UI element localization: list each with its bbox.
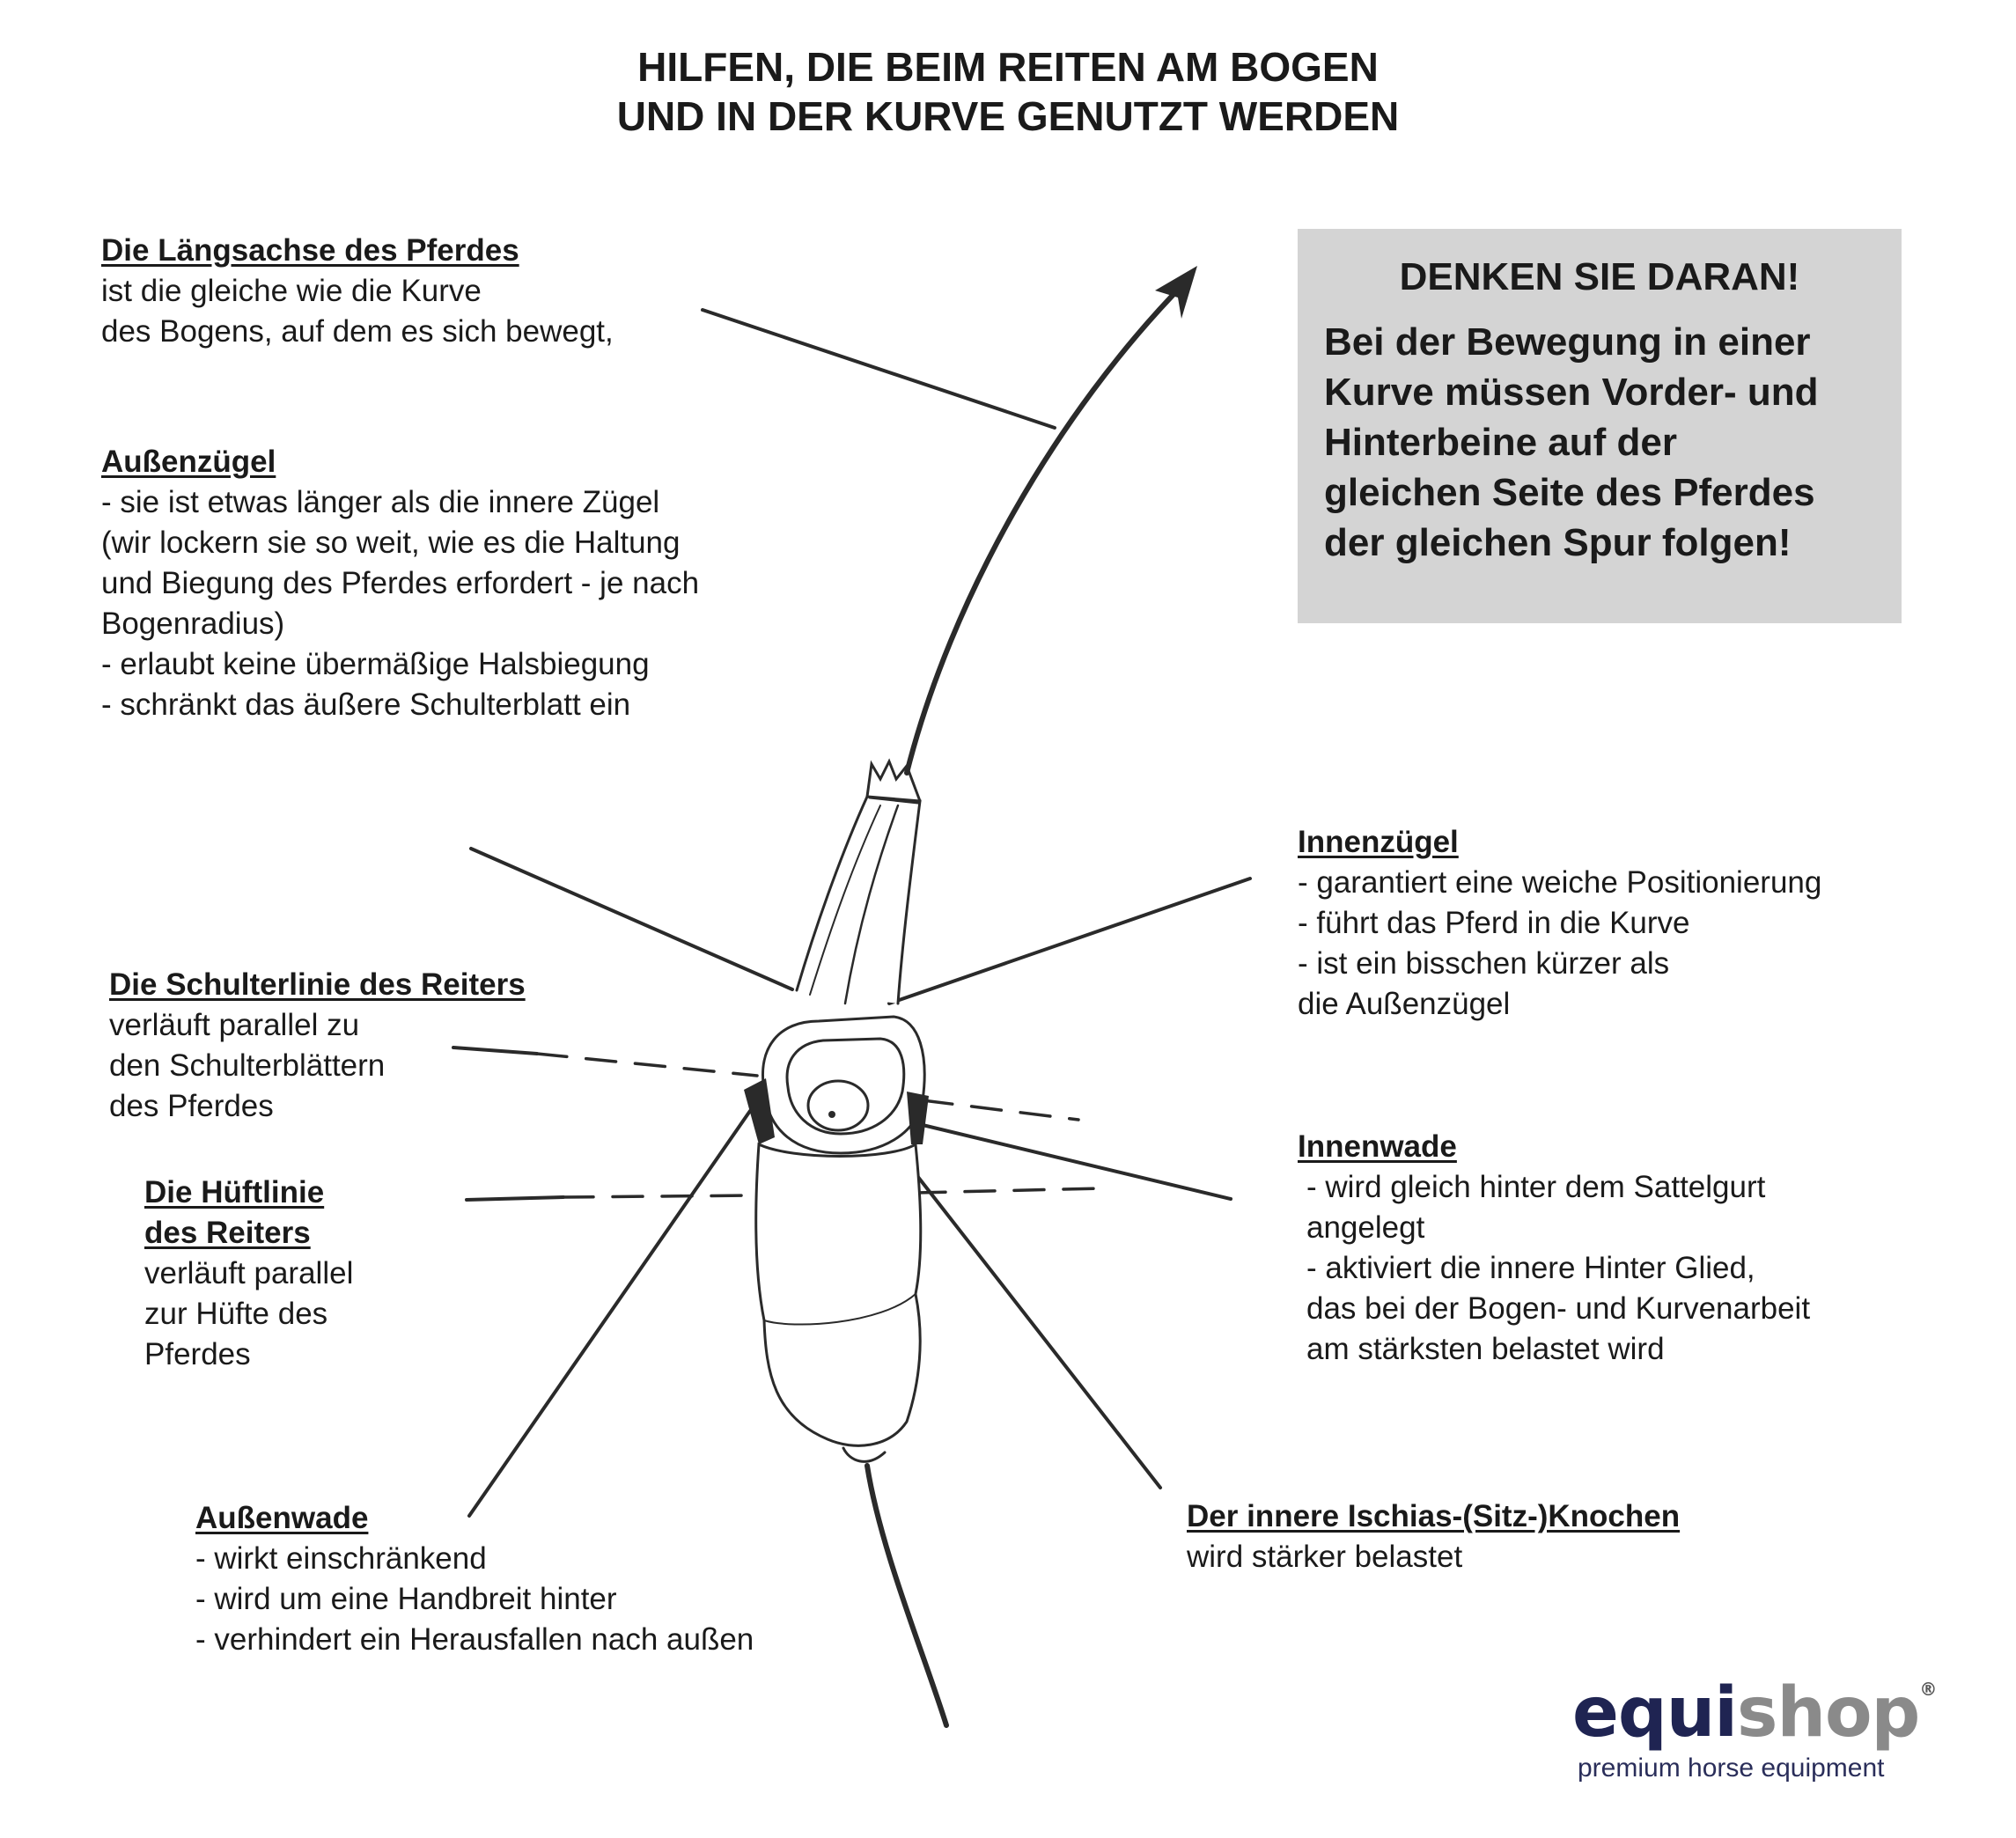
- text-line: - schränkt das äußere Schulterblatt ein: [101, 687, 631, 722]
- curve-arrow-head: [1155, 266, 1197, 319]
- text-line: zur Hüfte des: [144, 1297, 328, 1331]
- text-line: - verhindert ein Herausfallen nach außen: [195, 1622, 754, 1657]
- heading-innenzuegel: Innenzügel: [1298, 825, 1459, 859]
- label-ischias: Der innere Ischias-(Sitz-)Knochen wird s…: [1187, 1496, 1680, 1577]
- leader-aussenwade: [467, 1109, 752, 1518]
- logo-wordmark: equishop®: [1572, 1650, 1937, 1753]
- shoulder-dashed-line: [535, 1052, 1080, 1121]
- text-line: wird stärker belastet: [1187, 1540, 1463, 1574]
- reminder-box: DENKEN SIE DARAN! Bei der Bewegung in ei…: [1298, 229, 1902, 623]
- text-line: - aktiviert die innere Hinter Glied,: [1306, 1251, 1755, 1285]
- text-line: Bogenradius): [101, 607, 285, 641]
- title-line-1: HILFEN, DIE BEIM REITEN AM BOGEN: [637, 44, 1379, 90]
- text-line: - sie ist etwas länger als die innere Zü…: [101, 485, 660, 519]
- text-line: und Biegung des Pferdes erfordert - je n…: [101, 566, 700, 600]
- text-line: - ist ein bisschen kürzer als: [1298, 946, 1670, 981]
- text-line: verläuft parallel zu: [109, 1008, 360, 1042]
- heading-aussenwade: Außenwade: [195, 1501, 369, 1535]
- heading-aussenzuegel: Außenzügel: [101, 445, 276, 479]
- text-line: den Schulterblättern: [109, 1048, 386, 1083]
- leader-hueftlinie: [465, 1195, 565, 1202]
- text-line: des Bogens, auf dem es sich bewegt,: [101, 314, 614, 349]
- equishop-logo: equishop® premium horse equipment: [1572, 1650, 1937, 1784]
- leader-ischias: [903, 1158, 1162, 1489]
- page-title: HILFEN, DIE BEIM REITEN AM BOGEN UND IN …: [0, 42, 2016, 141]
- label-laengsachse: Die Längsachse des Pferdes ist die gleic…: [101, 231, 614, 352]
- hip-dashed-line: [562, 1187, 1102, 1199]
- text-line: am stärksten belastet wird: [1306, 1332, 1665, 1366]
- label-hueftlinie: Die Hüftlinie des Reiters verläuft paral…: [144, 1173, 353, 1375]
- text-line: verläuft parallel: [144, 1256, 354, 1290]
- text-line: - wird gleich hinter dem Sattelgurt: [1306, 1170, 1766, 1204]
- leader-laengsachse: [701, 308, 1056, 430]
- text-line: ist die gleiche wie die Kurve: [101, 274, 482, 308]
- leader-innenzuegel: [887, 877, 1252, 1005]
- label-aussenzuegel: Außenzügel - sie ist etwas länger als di…: [101, 442, 699, 725]
- reminder-line: Kurve müssen Vorder- und: [1324, 371, 1819, 414]
- rider-head: [806, 1079, 870, 1132]
- heading-hueftlinie-1: Die Hüftlinie: [144, 1175, 325, 1209]
- text-line: des Pferdes: [109, 1089, 274, 1123]
- text-line: - garantiert eine weiche Positionierung: [1298, 865, 1822, 900]
- title-line-2: UND IN DER KURVE GENUTZT WERDEN: [616, 93, 1400, 139]
- horse-body: [754, 1142, 923, 1447]
- text-line: angelegt: [1306, 1210, 1425, 1245]
- text-line: - wird um eine Handbreit hinter: [195, 1582, 617, 1616]
- label-schulterlinie: Die Schulterlinie des Reiters verläuft p…: [109, 965, 526, 1127]
- label-innenwade: Innenwade - wird gleich hinter dem Satte…: [1298, 1127, 1810, 1370]
- reminder-line: der gleichen Spur folgen!: [1324, 521, 1792, 564]
- text-line: - erlaubt keine übermäßige Halsbiegung: [101, 647, 650, 681]
- logo-equi: equi: [1572, 1673, 1738, 1753]
- text-line: die Außenzügel: [1298, 987, 1511, 1021]
- logo-shop: shop: [1737, 1673, 1920, 1753]
- tail-axis-line: [865, 1463, 949, 1728]
- heading-laengsachse: Die Längsachse des Pferdes: [101, 233, 519, 268]
- reminder-line: Bei der Bewegung in einer: [1324, 320, 1811, 364]
- leader-schulterlinie: [452, 1046, 539, 1055]
- leader-aussenzuegel: [469, 847, 794, 991]
- heading-innenwade: Innenwade: [1298, 1129, 1457, 1164]
- text-line: - führt das Pferd in die Kurve: [1298, 906, 1690, 940]
- reminder-line: Hinterbeine auf der: [1324, 421, 1677, 464]
- heading-schulterlinie: Die Schulterlinie des Reiters: [109, 967, 526, 1002]
- text-line: das bei der Bogen- und Kurvenarbeit: [1306, 1291, 1811, 1326]
- reminder-title: DENKEN SIE DARAN!: [1399, 255, 1800, 298]
- curve-arrow-line: [904, 281, 1187, 776]
- horse-neck: [795, 795, 922, 1005]
- leader-innenwade: [921, 1123, 1232, 1201]
- text-line: Pferdes: [144, 1337, 251, 1371]
- text-line: - wirkt einschränkend: [195, 1541, 487, 1576]
- label-innenzuegel: Innenzügel - garantiert eine weiche Posi…: [1298, 822, 1821, 1025]
- logo-tagline: premium horse equipment: [1578, 1753, 1885, 1783]
- text-line: (wir lockern sie so weit, wie es die Hal…: [101, 526, 681, 560]
- registered-mark: ®: [1919, 1679, 1937, 1700]
- reminder-line: gleichen Seite des Pferdes: [1324, 471, 1815, 514]
- heading-ischias: Der innere Ischias-(Sitz-)Knochen: [1187, 1499, 1681, 1533]
- label-aussenwade: Außenwade - wirkt einschränkend - wird u…: [195, 1498, 754, 1660]
- heading-hueftlinie-2: des Reiters: [144, 1216, 311, 1250]
